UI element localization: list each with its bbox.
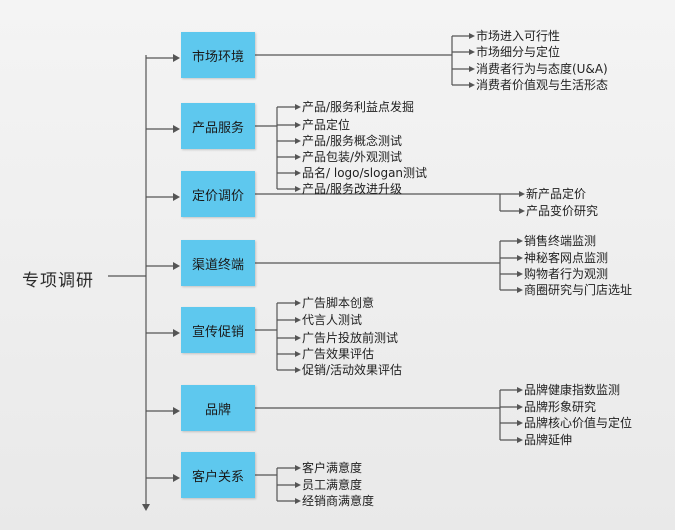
category-customer-relations: 客户关系 (181, 452, 255, 498)
item-tip-4-4 (295, 367, 301, 373)
item-tip-4-1 (295, 317, 301, 323)
item-tip-0-3 (469, 82, 475, 88)
category-promotion: 宣传促销 (181, 307, 255, 353)
item-product-2: 产品定位 (302, 118, 351, 132)
item-tip-4-0 (295, 300, 301, 306)
item-tip-1-5 (295, 186, 301, 192)
spine-arrow-3 (173, 262, 180, 270)
item-pricing-2: 产品变价研究 (526, 204, 599, 218)
item-tip-3-1 (517, 255, 523, 261)
item-market-4: 消费者价值观与生活形态 (476, 78, 609, 92)
item-customer-2: 员工满意度 (302, 478, 363, 492)
item-pricing-1: 新产品定价 (526, 187, 587, 201)
item-market-2: 市场细分与定位 (476, 45, 561, 59)
item-product-4: 产品包装/外观测试 (302, 150, 403, 164)
category-product-service: 产品服务 (181, 103, 255, 149)
spine-arrow-down (142, 504, 150, 511)
item-tip-3-0 (517, 238, 523, 244)
item-tip-2-1 (519, 208, 525, 214)
item-market-1: 市场进入可行性 (476, 29, 561, 43)
item-tip-6-2 (295, 498, 301, 504)
item-brand-2: 品牌形象研究 (524, 400, 597, 414)
item-tip-1-2 (295, 138, 301, 144)
item-tip-2-0 (519, 191, 525, 197)
item-product-1: 产品/服务利益点发掘 (302, 100, 415, 114)
item-tip-1-1 (295, 122, 301, 128)
item-promotion-3: 广告片投放前测试 (302, 331, 399, 345)
item-customer-3: 经销商满意度 (302, 494, 375, 508)
item-promotion-2: 代言人测试 (302, 313, 363, 327)
item-tip-3-2 (517, 271, 523, 277)
item-tip-1-3 (295, 154, 301, 160)
category-channel-terminal: 渠道终端 (181, 240, 255, 286)
item-market-3: 消费者行为与态度(U&A) (476, 62, 608, 76)
item-channel-2: 神秘客网点监测 (524, 251, 609, 265)
spine-arrow-2 (173, 193, 180, 201)
item-tip-0-0 (469, 33, 475, 39)
item-tip-5-2 (517, 420, 523, 426)
category-brand: 品牌 (181, 385, 255, 431)
spine-arrow-1 (173, 125, 180, 133)
item-tip-1-0 (295, 104, 301, 110)
item-channel-1: 销售终端监测 (524, 234, 597, 248)
item-product-3: 产品/服务概念测试 (302, 134, 403, 148)
item-tip-6-0 (295, 465, 301, 471)
item-tip-1-4 (295, 170, 301, 176)
item-brand-4: 品牌延伸 (524, 433, 573, 447)
item-tip-6-1 (295, 482, 301, 488)
item-tip-0-1 (469, 49, 475, 55)
item-tip-5-3 (517, 437, 523, 443)
item-tip-0-2 (469, 66, 475, 72)
item-promotion-5: 促销/活动效果评估 (302, 363, 403, 377)
item-brand-3: 品牌核心价值与定位 (524, 416, 633, 430)
item-product-5: 品名/ logo/slogan测试 (302, 166, 428, 180)
item-channel-3: 购物者行为观测 (524, 267, 609, 281)
item-channel-4: 商圈研究与门店选址 (524, 283, 633, 297)
category-market-environment: 市场环境 (181, 32, 255, 78)
spine-arrow-4 (173, 329, 180, 337)
item-tip-4-2 (295, 335, 301, 341)
spine-arrow-0 (173, 54, 180, 62)
item-promotion-1: 广告脚本创意 (302, 296, 375, 310)
spine-arrow-6 (173, 474, 180, 482)
item-tip-3-3 (517, 287, 523, 293)
item-promotion-4: 广告效果评估 (302, 347, 375, 361)
spine-arrow-5 (173, 407, 180, 415)
item-tip-4-3 (295, 351, 301, 357)
item-tip-5-0 (517, 387, 523, 393)
item-tip-5-1 (517, 404, 523, 410)
item-customer-1: 客户满意度 (302, 461, 363, 475)
category-pricing: 定价调价 (181, 171, 255, 217)
item-brand-1: 品牌健康指数监测 (524, 383, 621, 397)
root-node-label: 专项调研 (22, 271, 94, 291)
item-product-6: 产品/服务改进升级 (302, 182, 403, 196)
